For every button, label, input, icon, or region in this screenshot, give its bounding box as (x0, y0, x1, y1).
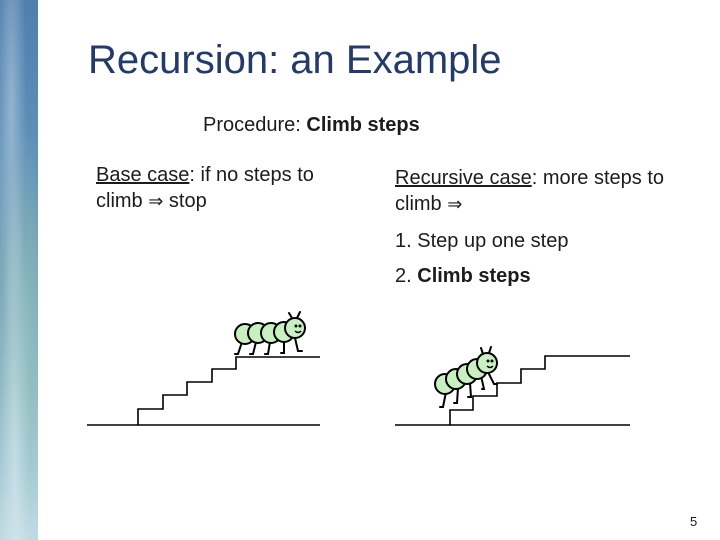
procedure-label: Procedure: (203, 114, 307, 136)
base-case-result: stop (163, 190, 207, 212)
implies-arrow-icon: ⇒ (148, 191, 164, 212)
recursive-case-term: Recursive case (395, 167, 532, 189)
step-number: 1. (395, 230, 418, 252)
base-case-term: Base case (96, 164, 190, 186)
step-text: Step up one step (417, 230, 569, 252)
slide-title: Recursion: an Example (88, 38, 502, 82)
staircase-left (87, 356, 320, 426)
procedure-line: Procedure: Climb steps (203, 114, 420, 137)
page-number: 5 (690, 514, 698, 529)
step-text: Climb steps (417, 265, 531, 287)
implies-arrow-icon: ⇒ (447, 194, 463, 215)
recursive-case-heading: Recursive case: more steps to climb ⇒ (395, 165, 685, 218)
decorative-side-band (0, 0, 38, 540)
recursive-case-text: Recursive case: more steps to climb ⇒ 1.… (395, 165, 685, 288)
base-case-text: Base case: if no steps to climb ⇒ stop (96, 162, 356, 215)
caterpillar-climbing-stairs (434, 346, 498, 408)
procedure-name: Climb steps (306, 114, 420, 136)
caterpillar-top-of-stairs (234, 311, 306, 355)
recursive-step-1: 1. Step up one step (395, 229, 685, 253)
staircase-right (395, 355, 630, 426)
recursive-case-condition: : more steps to climb (395, 167, 664, 215)
base-case-condition: : if no steps to climb (96, 164, 314, 212)
recursive-step-2: 2. Climb steps (395, 264, 685, 288)
step-number: 2. (395, 265, 418, 287)
